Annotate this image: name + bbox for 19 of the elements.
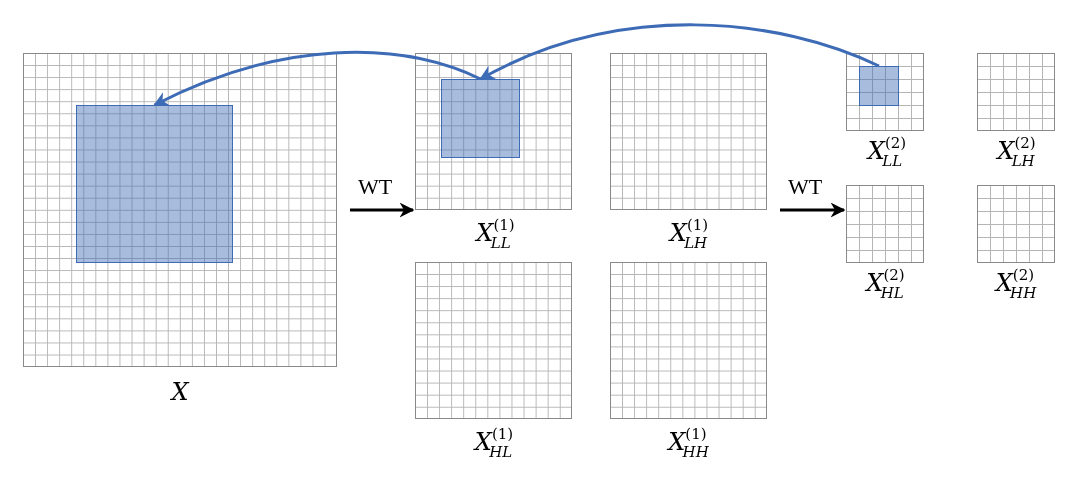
highlighted-region	[76, 105, 233, 263]
edge-label: WT	[787, 176, 823, 198]
grid-square	[846, 53, 924, 131]
grid-square	[610, 53, 767, 210]
grid-square	[846, 185, 924, 263]
highlighted-region	[441, 79, 520, 158]
edge-label: WT	[357, 176, 393, 198]
arrow	[350, 202, 415, 218]
highlighted-region	[859, 66, 899, 106]
arrow	[153, 51, 482, 107]
math-label: X	[171, 380, 189, 404]
grid-square	[977, 185, 1055, 263]
grid-square	[610, 262, 767, 419]
grid-square	[415, 53, 572, 210]
arrow	[479, 23, 880, 81]
grid-square	[23, 53, 337, 367]
grid-square	[977, 53, 1055, 131]
grid-square	[415, 262, 572, 419]
arrow	[780, 202, 846, 218]
